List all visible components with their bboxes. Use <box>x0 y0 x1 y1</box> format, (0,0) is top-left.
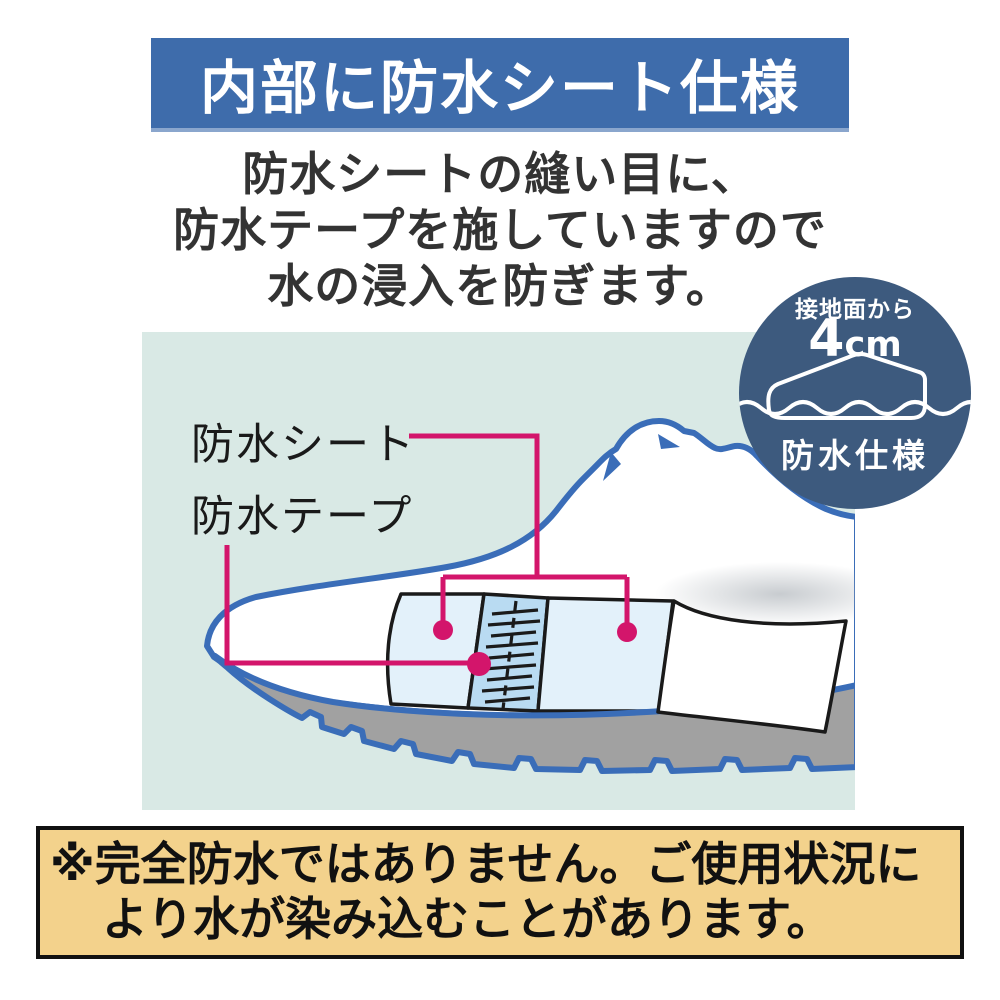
header-banner: 内部に防水シート仕様 <box>151 38 849 132</box>
page-title: 内部に防水シート仕様 <box>199 54 800 122</box>
shoe-waterline-icon <box>739 351 971 420</box>
description-text: 防水シートの縫い目に、 防水テープを施していますので 水の浸入を防ぎます。 <box>0 146 1000 314</box>
note-box: ※完全防水ではありません。ご使用状況に より水が染み込むことがあります。 <box>36 826 964 959</box>
label-waterproof-tape: 防水テープ <box>191 492 414 542</box>
label-waterproof-sheet: 防水シート <box>191 420 416 470</box>
badge-waterline <box>739 400 971 416</box>
description-line-3: 水の浸入を防ぎます。 <box>267 259 733 313</box>
badge-height-number: 4 <box>808 309 845 369</box>
badge-waterproof-label: 防水仕様 <box>781 436 929 475</box>
badge-ground-label: 接地面から <box>795 297 915 323</box>
spec-badge: 接地面から 4cm 防水仕様 <box>739 277 971 509</box>
description-line-2: 防水テープを施していますので <box>173 203 827 257</box>
badge-height-unit: cm <box>844 325 902 365</box>
badge-height-value: 4cm <box>739 313 971 377</box>
badge-shoe-outline <box>766 351 927 420</box>
note-line-1: ※完全防水ではありません。ご使用状況に <box>50 837 922 891</box>
description-line-1: 防水シートの縫い目に、 <box>242 147 758 201</box>
note-line-2: より水が染み込むことがあります。 <box>102 892 833 946</box>
